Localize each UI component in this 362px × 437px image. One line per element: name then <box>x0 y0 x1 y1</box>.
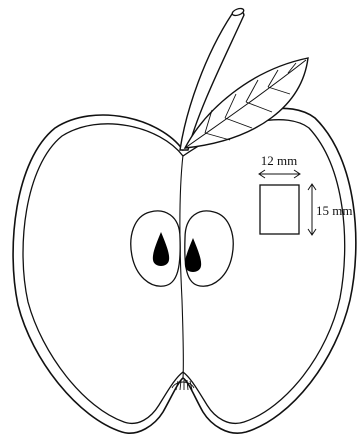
width-dimension-label: 12 mm <box>261 153 297 168</box>
seed-chamber-right <box>185 211 233 286</box>
seed-chamber-left <box>131 211 180 286</box>
core-axis-line <box>180 155 184 378</box>
width-dimension-arrow <box>259 170 300 178</box>
height-dimension-label: 15 mm <box>316 203 352 218</box>
sample-rectangle <box>260 185 299 234</box>
apple-outer-outline <box>13 108 356 433</box>
height-dimension-arrow <box>308 184 316 235</box>
